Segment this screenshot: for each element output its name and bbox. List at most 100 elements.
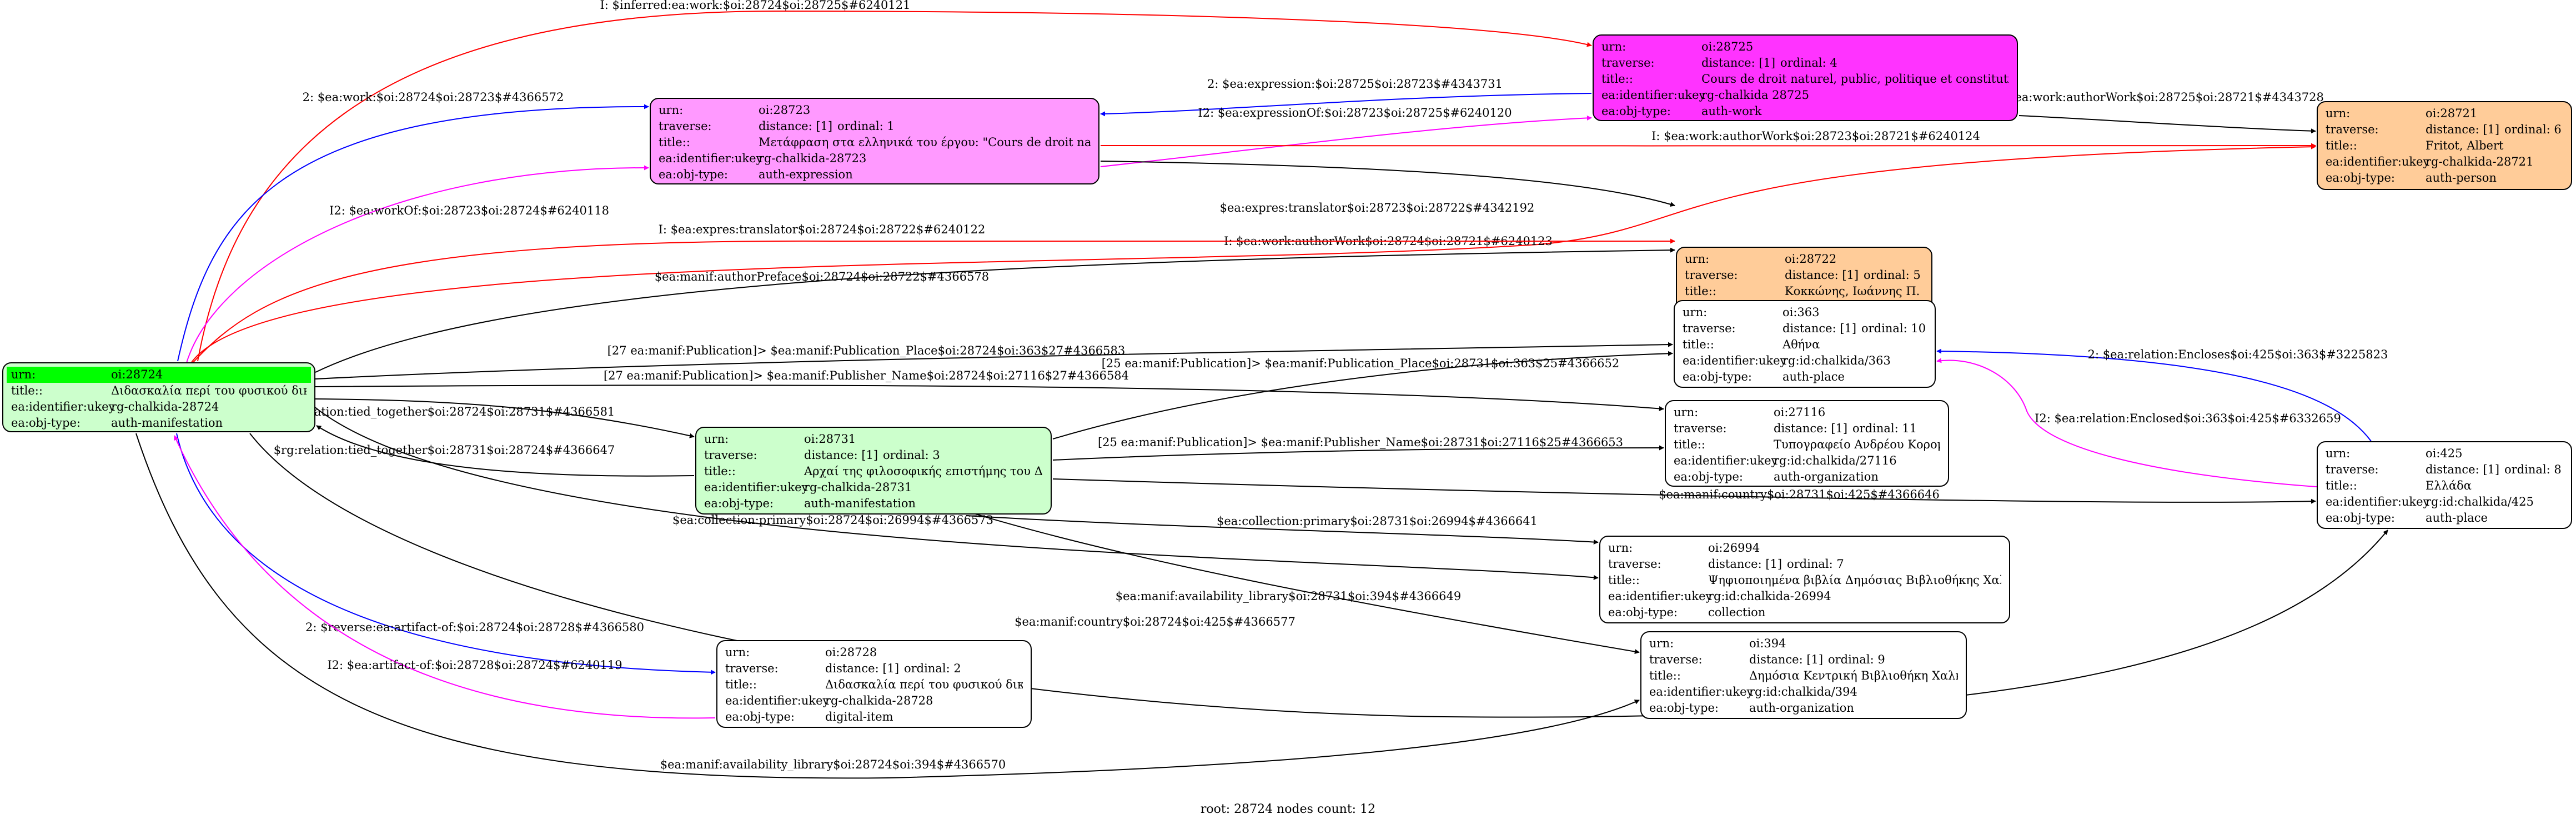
ukey-key: ea:identifier:ukey <box>1601 88 1706 102</box>
ukey-key: ea:identifier:ukey <box>1649 685 1754 698</box>
objtype-value: auth-manifestation <box>111 416 223 430</box>
traverse-key: traverse: <box>1649 653 1703 666</box>
edge-label: I2: $ea:artifact-of:$oi:28728$oi:28724$#… <box>327 658 622 672</box>
objtype-key: ea:obj-type: <box>1608 606 1678 619</box>
urn-value: oi:28723 <box>759 103 811 117</box>
ukey-value: rg-chalkida-28721 <box>2426 155 2534 168</box>
edge-line <box>185 165 649 365</box>
node-425[interactable]: urn:oi:425 traverse:distance: [1]ordinal… <box>2317 441 2572 529</box>
edge-line <box>2018 115 2316 134</box>
edge-label: $ea:collection:primary$oi:28724$oi:26994… <box>672 513 993 527</box>
ordinal-value: ordinal: 7 <box>1787 557 1844 571</box>
ukey-value: rg-chalkida-28723 <box>759 152 867 165</box>
edge-label: $ea:expres:translator$oi:28723$oi:28722$… <box>1220 201 1535 214</box>
urn-value: oi:26994 <box>1708 541 1760 555</box>
ukey-key: ea:identifier:ukey <box>1674 454 1778 467</box>
objtype-key: ea:obj-type: <box>659 168 728 181</box>
traverse-key: traverse: <box>1685 268 1738 282</box>
edge-line <box>1052 351 1673 440</box>
node-28725[interactable]: urn:oi:28725 traverse:distance: [1]ordin… <box>1593 34 2018 121</box>
edge-line <box>966 511 1640 655</box>
title-value: Διδασκαλία περί του φυσικού δικαίου <box>825 678 1023 691</box>
title-key: title:: <box>1674 438 1705 451</box>
edge-label: I: $inferred:ea:work:$oi:28724$oi:28725$… <box>600 0 910 12</box>
ukey-value: rg:id:chalkida/425 <box>2426 495 2534 508</box>
edge-line <box>1052 445 1664 461</box>
node-26994[interactable]: urn:oi:26994 traverse:distance: [1]ordin… <box>1599 536 2010 623</box>
node-28723[interactable]: urn:oi:28723 traverse:distance: [1]ordin… <box>650 98 1099 184</box>
node-28731[interactable]: urn:oi:28731 traverse:distance: [1]ordin… <box>695 427 1052 515</box>
edge-label: $ea:work:authorWork$oi:28725$oi:28721$#4… <box>2007 91 2324 104</box>
edge-line <box>314 406 1599 580</box>
urn-key: urn: <box>1608 541 1633 555</box>
traverse-key: traverse: <box>2326 463 2379 476</box>
traverse-key: traverse: <box>704 448 757 462</box>
objtype-key: ea:obj-type: <box>1649 701 1719 715</box>
title-value: Cours de droit naturel, public, politiqu… <box>1701 72 2009 86</box>
urn-key: urn: <box>1674 406 1699 419</box>
urn-value: oi:28731 <box>804 432 856 446</box>
title-key: title:: <box>1649 669 1681 682</box>
edge-line <box>1100 143 2316 148</box>
ukey-key: ea:identifier:ukey <box>725 694 830 707</box>
traverse-key: traverse: <box>725 662 779 675</box>
distance-value: distance: [1] <box>2426 123 2500 136</box>
title-value: Δημόσια Κεντρική Βιβλιοθήκη Χαλκίδας <box>1749 669 1958 682</box>
edge-line <box>315 384 1664 411</box>
edge-label: $ea:collection:primary$oi:28731$oi:26994… <box>1217 515 1538 528</box>
node-urn-row: urn:oi:28724 <box>7 367 311 383</box>
objtype-value: collection <box>1708 606 1766 619</box>
graph-footer: root: 28724 nodes count: 12 <box>1200 802 1376 816</box>
distance-value: distance: [1] <box>2426 463 2500 476</box>
title-value: Μετάφραση στα ελληνικά του έργου: "Cours… <box>759 136 1091 149</box>
ordinal-value: ordinal: 4 <box>1780 56 1837 69</box>
edge-label: I2: $ea:workOf:$oi:28723$oi:28724$#62401… <box>329 204 609 217</box>
edge-line <box>176 433 716 675</box>
node-28724[interactable]: urn:oi:28724 title::Διδασκαλία περί του … <box>2 362 315 432</box>
node-28721[interactable]: urn:oi:28721 traverse:distance: [1]ordin… <box>2317 101 2572 190</box>
ordinal-value: ordinal: 9 <box>1828 653 1885 666</box>
node-28728[interactable]: urn:oi:28728 traverse:distance: [1]ordin… <box>716 640 1032 728</box>
node-27116[interactable]: urn:oi:27116 traverse:distance: [1]ordin… <box>1665 400 1949 487</box>
edge-line <box>177 104 649 362</box>
edge-line <box>316 425 695 477</box>
urn-key: urn: <box>659 103 684 117</box>
distance-value: distance: [1] <box>759 119 833 133</box>
edge-line <box>197 10 1592 362</box>
objtype-value: auth-manifestation <box>804 497 916 510</box>
edge-label: I2: $ea:relation:Enclosed$oi:363$oi:425$… <box>2035 412 2341 425</box>
distance-value: distance: [1] <box>1708 557 1782 571</box>
edge-line <box>1100 115 1592 167</box>
edge-line <box>315 247 1675 373</box>
edge-line <box>1100 93 1592 117</box>
edge-line <box>1052 478 2316 504</box>
urn-key: urn: <box>2326 447 2351 460</box>
node-394[interactable]: urn:oi:394 traverse:distance: [1]ordinal… <box>1640 631 1967 719</box>
edge-label: [25 ea:manif:Publication]> $ea:manif:Pub… <box>1102 357 1620 370</box>
ordinal-value: ordinal: 5 <box>1864 268 1921 282</box>
edge-label: $rg:relation:tied_together$oi:28724$oi:2… <box>274 405 615 418</box>
edge-label: $ea:manif:country$oi:28731$oi:425$#43666… <box>1659 488 1940 501</box>
objtype-key: ea:obj-type: <box>1601 104 1671 118</box>
title-key: title:: <box>1685 284 1716 298</box>
ukey-key: ea:identifier:ukey <box>2326 155 2430 168</box>
title-key: title:: <box>704 465 736 478</box>
ukey-value: rg-chalkida-28724 <box>111 400 219 413</box>
distance-value: distance: [1] <box>1774 422 1848 435</box>
objtype-value: auth-place <box>1782 370 1845 383</box>
objtype-key: ea:obj-type: <box>704 497 774 510</box>
ordinal-value: ordinal: 1 <box>837 119 895 133</box>
urn-key: urn: <box>1601 40 1626 53</box>
edge-line <box>966 515 1599 545</box>
ukey-value: rg:id:chalkida/27116 <box>1774 454 1897 467</box>
ordinal-value: ordinal: 10 <box>1861 322 1926 335</box>
edge-line <box>193 238 1675 363</box>
title-value: Κοκκώνης, Ιωάννης Π. <box>1785 284 1920 298</box>
title-value: Αθήνα <box>1782 338 1820 351</box>
edge-line <box>315 342 1673 379</box>
urn-key: urn: <box>704 432 729 446</box>
edge-line <box>1936 358 2349 490</box>
node-363[interactable]: urn:oi:363 traverse:distance: [1]ordinal… <box>1674 300 1936 388</box>
